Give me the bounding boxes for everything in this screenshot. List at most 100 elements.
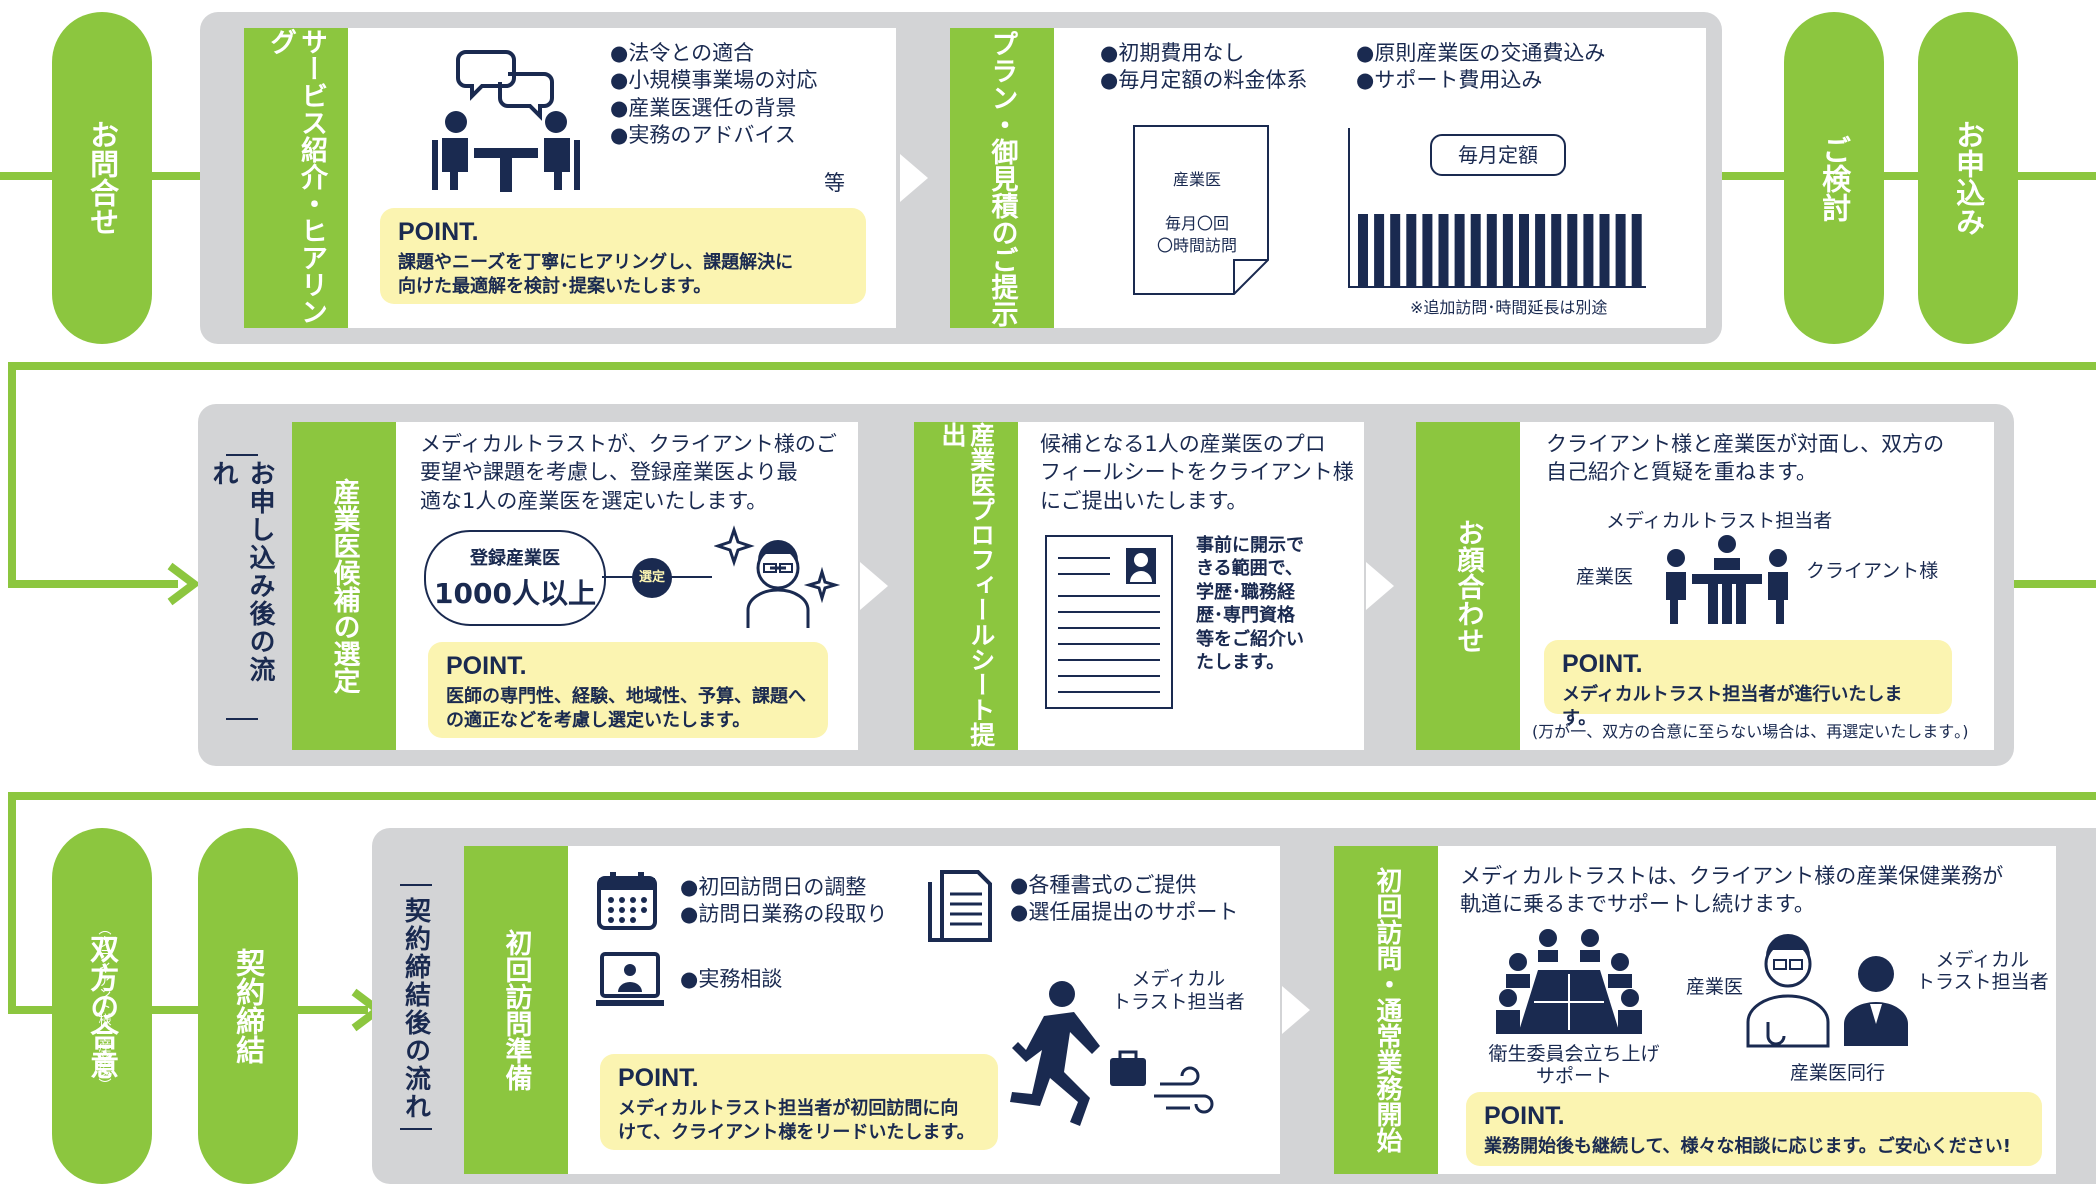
- point-title: POINT.: [1484, 1102, 1565, 1130]
- meet-client-label: クライアント様: [1806, 560, 1939, 582]
- step-contract-label: 契約締結: [231, 948, 266, 1064]
- prep-tab: 初回訪問準備: [464, 846, 568, 1174]
- step-contract: 契約締結: [198, 828, 298, 1184]
- point-body: メディカルトラスト担当者が進行いたします。: [1562, 684, 1903, 730]
- profile-disclose: 事前に開示で きる範囲で、 学歴･職務経 歴･専門資格 等をご紹介い たします。: [1196, 535, 1304, 673]
- after-contract-flow-label: 契約締結後の流れ: [400, 897, 431, 1121]
- service-title: サービス紹介・ヒアリング: [265, 28, 328, 325]
- meet-tab: お顔合わせ: [1416, 422, 1520, 750]
- connector-line: [8, 792, 16, 1012]
- flow-chevron: [1366, 562, 1394, 610]
- plan-card: [950, 28, 1706, 328]
- select-title: 産業医候補の選定: [328, 478, 360, 694]
- calendar-icon: [597, 872, 657, 930]
- monthly-bar: [1438, 214, 1449, 286]
- profile-tab: 産業医プロフィールシート提出: [914, 422, 1018, 750]
- monthly-bar: [1502, 214, 1513, 286]
- step-apply-label: お申込み: [1951, 120, 1986, 236]
- plan-bullets-left: ●初期費用なし ●毎月定額の料金体系: [1100, 40, 1307, 95]
- meeting-people-icon: [432, 50, 580, 192]
- connector-line: [8, 580, 178, 588]
- monthly-bar: [1454, 214, 1465, 286]
- document-icon: [1133, 125, 1269, 295]
- step-inquiry-label: お問合せ: [85, 120, 120, 236]
- connector-line: [8, 792, 2096, 800]
- profile-text: 候補となる1人の産業医のプロ フィールシートをクライアント様 にご提出いたします…: [1040, 432, 1354, 513]
- service-tab: サービス紹介・ヒアリング: [244, 28, 348, 328]
- plan-title: プラン・御見積のご提示: [986, 29, 1018, 327]
- select-tab: 産業医候補の選定: [292, 422, 396, 750]
- flow-chevron: [900, 154, 928, 202]
- doc-title: 産業医: [1172, 170, 1221, 189]
- service-etc: 等: [824, 171, 845, 195]
- step-agree-sub: （クライアント様・産業医）: [95, 921, 111, 1091]
- registered-count: 1000人以上: [434, 577, 596, 610]
- list-item: ●各種書式のご提供: [1010, 873, 1197, 897]
- start-tab: 初回訪問・通常業務開始: [1334, 846, 1438, 1174]
- service-point: POINT. 課題やニーズを丁寧にヒアリングし、課題解決に 向けた最適解を検討･…: [380, 208, 866, 304]
- plan-baseline: [1348, 286, 1646, 288]
- after-apply-flow-label: お申し込み後の流れ: [208, 460, 275, 684]
- start-staff-label: メディカル トラスト担当者: [1916, 949, 2049, 993]
- arrow-right-icon: [167, 562, 201, 606]
- registered-label: 登録産業医: [470, 548, 560, 569]
- runner-label: メディカル トラスト担当者: [1112, 968, 1245, 1013]
- meet-title: お顔合わせ: [1452, 518, 1484, 654]
- committee-icon: [1496, 929, 1642, 1034]
- list-item: ●原則産業医の交通費込み: [1356, 41, 1606, 65]
- start-text: メディカルトラストは、クライアント様の産業保健業務が 軌道に乗るまでサポートし続…: [1460, 864, 2004, 917]
- monthly-bar: [1374, 214, 1385, 286]
- doctor-and-staff-icon: [1746, 934, 1908, 1048]
- list-item: ●初回訪問日の調整: [680, 875, 867, 899]
- list-item: ●法令との適合: [610, 41, 755, 65]
- prep-title: 初回訪問準備: [500, 929, 532, 1091]
- service-bullets: ●法令との適合 ●小規模事業場の対応 ●産業医選任の背景 ●実務のアドバイス: [610, 40, 817, 149]
- list-item: ●実務のアドバイス: [610, 122, 796, 147]
- connector-line: [8, 362, 2096, 370]
- monthly-bar: [1583, 214, 1594, 286]
- plan-note: ※追加訪問･時間延長は別途: [1410, 298, 1608, 317]
- meet-text: クライアント様と産業医が対面し、双方の 自己紹介と質疑を重ねます。: [1546, 432, 1945, 485]
- laptop-icon: [596, 952, 664, 1006]
- flow-label-bar: [400, 1128, 432, 1130]
- select-point: POINT. 医師の専門性、経験、地域性、予算、課題へ の適正などを考慮し選定い…: [428, 642, 828, 738]
- prep-point: POINT. メディカルトラスト担当者が初回訪問に向 けて、クライアント様をリー…: [600, 1054, 998, 1150]
- profile-title: 産業医プロフィールシート提出: [938, 422, 996, 747]
- monthly-bar: [1615, 214, 1626, 286]
- meeting-table-icon: [1666, 535, 1788, 624]
- running-staff-icon: [1010, 981, 1214, 1126]
- monthly-bar: [1631, 214, 1642, 286]
- list-item: ●初期費用なし: [1100, 41, 1245, 65]
- monthly-bar: [1486, 214, 1497, 286]
- monthly-bar: [1406, 214, 1417, 286]
- monthly-bar: [1422, 214, 1433, 286]
- monthly-bar: [1567, 214, 1578, 286]
- list-item: ●選任届提出のサポート: [1010, 900, 1239, 925]
- step-agree: 双方の合意 （クライアント様・産業医）: [52, 828, 152, 1184]
- list-item: ●サポート費用込み: [1356, 68, 1543, 93]
- plan-axis-line: [1348, 128, 1350, 288]
- start-title: 初回訪問・通常業務開始: [1371, 867, 1402, 1153]
- plan-bullets-right: ●原則産業医の交通費込み ●サポート費用込み: [1356, 40, 1605, 95]
- select-badge: 選定: [632, 558, 672, 598]
- flow-label-bar: [400, 884, 432, 886]
- prep-bullets-a: ●初回訪問日の調整 ●訪問日業務の段取り: [680, 874, 887, 929]
- point-body: メディカルトラスト担当者が初回訪問に向 けて、クライアント様をリードいたします。: [618, 1098, 975, 1144]
- monthly-bar: [1535, 214, 1546, 286]
- prep-bullets-b: ●各種書式のご提供 ●選任届提出のサポート: [1010, 872, 1238, 927]
- point-title: POINT.: [446, 652, 527, 680]
- point-body: 業務開始後も継続して、様々な相談に応じます。ご安心ください!: [1484, 1136, 2011, 1157]
- start-point: POINT. 業務開始後も継続して、様々な相談に応じます。ご安心ください!: [1466, 1092, 2042, 1166]
- flow-label-bar: [226, 454, 258, 456]
- step-consider: ご検討: [1784, 12, 1884, 344]
- monthly-bar: [1599, 214, 1610, 286]
- connector-line: [8, 362, 16, 584]
- registered-doctors-badge: 登録産業医 1000人以上: [424, 530, 606, 626]
- meet-doctor-label: 産業医: [1576, 566, 1634, 588]
- flow-chevron: [1282, 986, 1310, 1034]
- monthly-bar: [1390, 214, 1401, 286]
- connector-line: [1990, 580, 2096, 588]
- step-inquiry: お問合せ: [52, 12, 152, 344]
- plan-tab: プラン・御見積のご提示: [950, 28, 1054, 328]
- doc-line1: 毎月〇回: [1164, 214, 1229, 233]
